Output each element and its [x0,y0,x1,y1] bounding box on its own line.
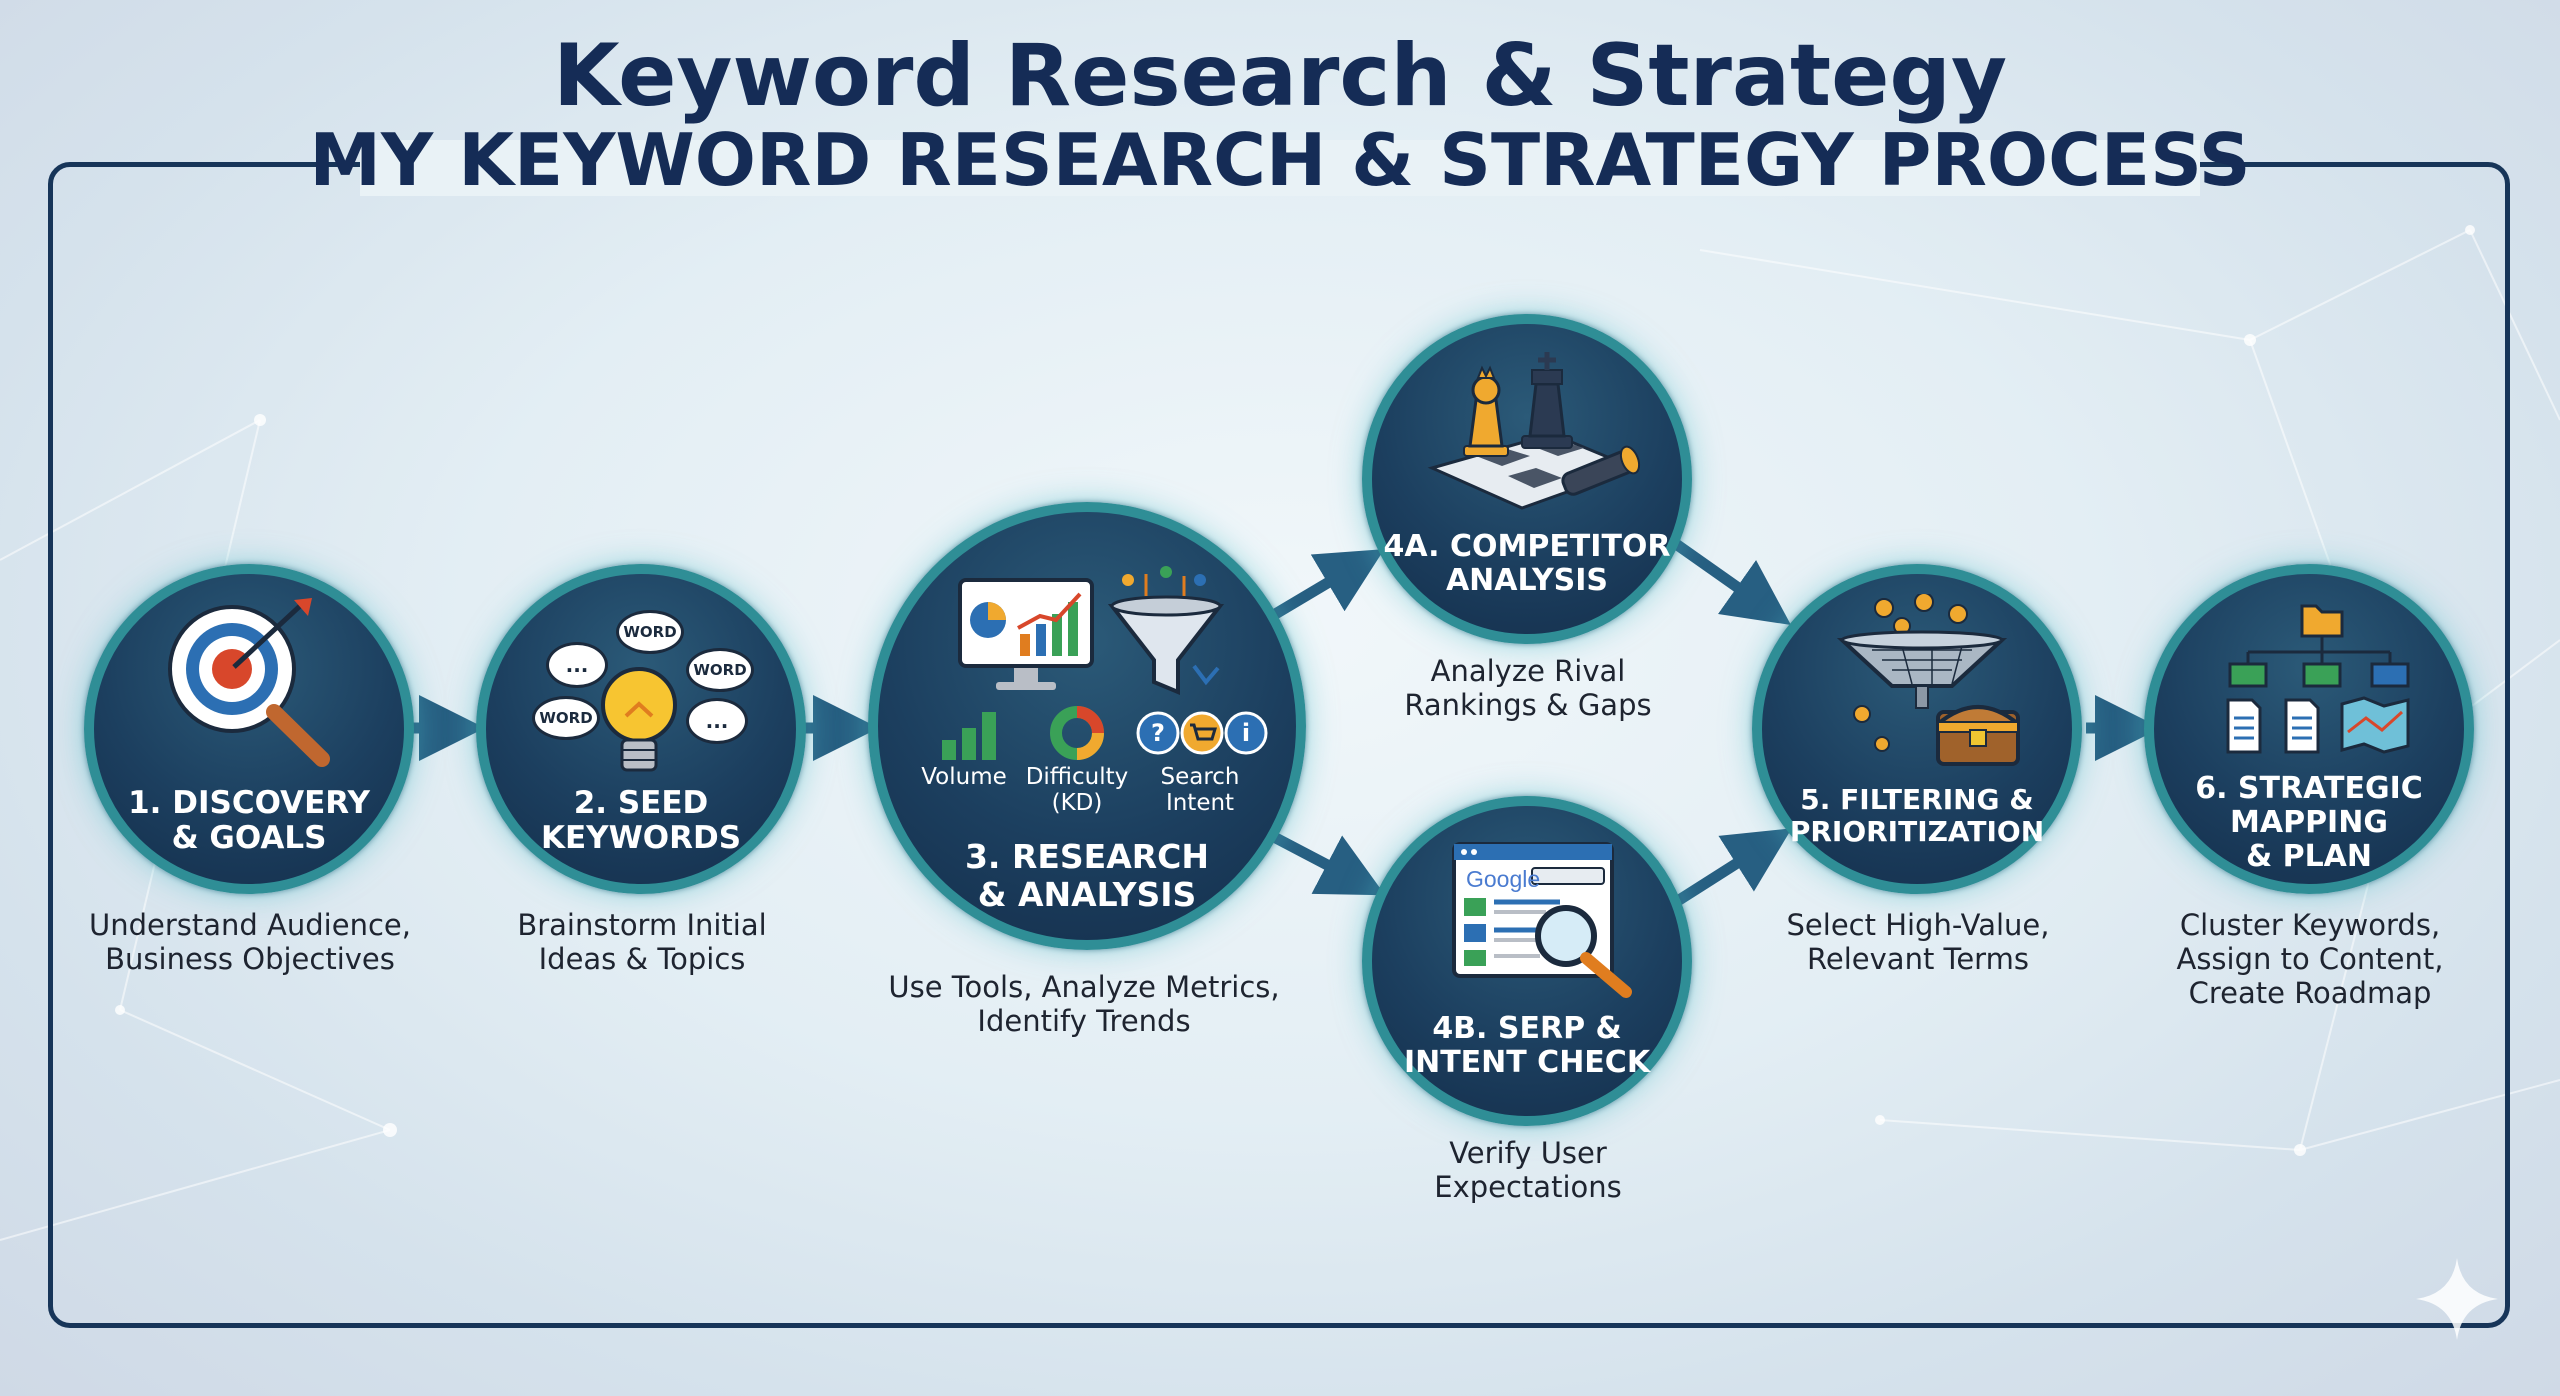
metric-search-intent-label: Search Intent [1160,764,1240,816]
step-node-research-analysis: ? i Volume Difficulty (KD) Search Intent… [868,502,1306,950]
step-label: 4A. COMPETITOR ANALYSIS [1383,529,1671,598]
metric-volume-label: Volume [921,764,1007,790]
step-description: Brainstorm Initial Ideas & Topics [517,908,767,976]
step-label: 4B. SERP & INTENT CHECK [1403,1011,1651,1080]
sparkle-icon [2416,1258,2498,1340]
step-label: 3. RESEARCH & ANALYSIS [964,837,1210,914]
step-node-seed-keywords: WORD WORD WORD ... ... 2. SEED KEYWORDS [476,564,806,894]
step-description: Understand Audience, Business Objectives [89,908,411,976]
speech-bubble: ... [686,698,748,744]
step-label: 6. STRATEGIC MAPPING & PLAN [2195,771,2423,874]
browser-brand: Google [1466,866,1541,892]
search-intent-icons: ? i [1136,711,1268,755]
step-node-serp-intent: Google 4B. SERP & INTENT CHECK [1362,796,1692,1126]
monitor-chart-icon [958,578,1094,690]
step-node-filtering-prioritization: 5. FILTERING & PRIORITIZATION [1752,564,2082,894]
volume-bars-icon [942,712,996,760]
arrow-3-to-4a [1269,549,1385,621]
step-description: Analyze Rival Rankings & Gaps [1404,654,1652,722]
step-node-strategic-mapping: 6. STRATEGIC MAPPING & PLAN [2144,564,2474,894]
page-subtitle: MY KEYWORD RESEARCH & STRATEGY PROCESS [309,118,2251,202]
step-description: Select High-Value, Relevant Terms [1786,908,2050,976]
svg-text:i: i [1242,719,1250,747]
speech-bubble: ... [546,642,608,688]
google-logo-text: Google [1466,866,1540,893]
lightbulb-icon [601,667,677,772]
step-description: Cluster Keywords, Assign to Content, Cre… [2176,908,2444,1010]
step-node-competitor-analysis: 4A. COMPETITOR ANALYSIS [1362,314,1692,644]
arrow-4b-to-5 [1673,828,1792,907]
step-description: Use Tools, Analyze Metrics, Identify Tre… [888,970,1280,1038]
step-label: 1. DISCOVERY & GOALS [128,785,370,856]
speech-bubble: WORD [686,648,754,692]
sieve-treasure-icon [1836,594,2020,766]
sitemap-icon [2226,604,2410,754]
step-node-discovery: 1. DISCOVERY & GOALS [84,564,414,894]
step-label: 2. SEED KEYWORDS [540,785,742,856]
arrow-3-to-4b [1269,831,1386,896]
speech-bubble: WORD [532,696,600,740]
title-backdrop [360,140,2200,196]
search-results-icon [1452,842,1632,998]
metric-difficulty-label: Difficulty (KD) [1025,764,1129,816]
target-magnifier-icon [168,598,330,767]
arrow-4a-to-5 [1672,539,1791,626]
page-title: Keyword Research & Strategy [552,26,2008,126]
step-label: 5. FILTERING & PRIORITIZATION [1789,783,2045,848]
difficulty-donut-icon [1050,706,1104,760]
chess-telescope-icon [1427,352,1641,510]
svg-text:?: ? [1151,719,1165,747]
speech-bubble: WORD [616,610,684,654]
step-description: Verify User Expectations [1434,1136,1622,1204]
funnel-icon [1107,566,1225,695]
